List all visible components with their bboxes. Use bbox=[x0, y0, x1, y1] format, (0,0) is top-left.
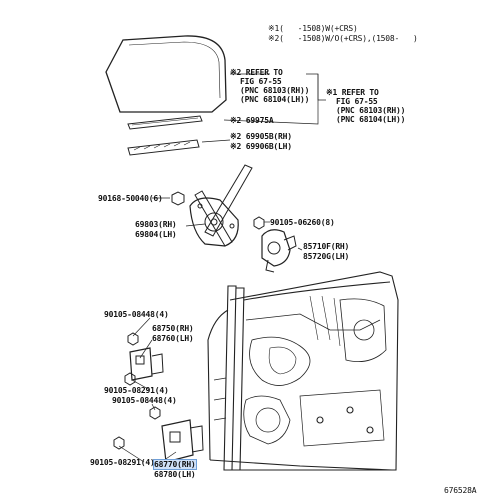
callout-refer-b-line2: FIG 67-55 bbox=[336, 97, 378, 106]
callout-refer-a-line2: FIG 67-55 bbox=[240, 77, 282, 86]
door-glass-drawing bbox=[105, 35, 227, 113]
callout-refer-fig-a: ※2 REFER TO FIG 67-55 (PNC 68103(RH)) (P… bbox=[230, 68, 309, 104]
upper-hinge-drawing bbox=[129, 347, 164, 381]
callout-refer-a-line3: (PNC 68103(RH)) bbox=[240, 86, 310, 95]
bolt-drawings bbox=[113, 191, 265, 450]
callout-90105-08448-upper: 90105-08448(4) bbox=[104, 310, 169, 319]
callout-90168-50040: 90168-50040(6) bbox=[98, 194, 163, 203]
callout-90105-08291-lower: 90105-08291(4) bbox=[90, 458, 155, 467]
leader-lines bbox=[118, 73, 326, 464]
callout-refer-b-line1: ※1 REFER TO bbox=[326, 88, 379, 97]
note-2: ※2( -1508)W/O(+CRS),(1508- ) bbox=[268, 34, 418, 43]
rear-door-panel-drawing bbox=[207, 271, 399, 471]
callout-69905b: ※2 69905B(RH) bbox=[230, 132, 292, 141]
regulator-motor-drawing bbox=[261, 229, 297, 273]
callout-refer-a-line4: (PNC 68104(LH)) bbox=[240, 95, 310, 104]
callout-69975a: ※2 69975A bbox=[230, 116, 274, 125]
callout-68750: 68750(RH) bbox=[152, 324, 194, 333]
glass-run-channel-drawing bbox=[127, 115, 203, 156]
callout-68780: 68780(LH) bbox=[154, 470, 196, 479]
callout-refer-b-line3: (PNC 68103(RH)) bbox=[336, 106, 406, 115]
callout-69804: 69804(LH) bbox=[135, 230, 177, 239]
window-regulator-drawing bbox=[189, 164, 253, 247]
callout-90105-06260: 90105-06260(8) bbox=[270, 218, 335, 227]
callout-90105-08448-lower: 90105-08448(4) bbox=[112, 396, 177, 405]
callout-69803: 69803(RH) bbox=[135, 220, 177, 229]
callout-68770-highlighted: 68770(RH) bbox=[153, 459, 197, 470]
lower-hinge-drawing bbox=[161, 419, 204, 463]
figure-id: 676528A bbox=[444, 486, 477, 495]
callout-refer-a-line1: ※2 REFER TO bbox=[230, 68, 283, 77]
callout-69906b: ※2 69906B(LH) bbox=[230, 142, 292, 151]
callout-refer-fig-b: ※1 REFER TO FIG 67-55 (PNC 68103(RH)) (P… bbox=[326, 88, 405, 124]
callout-90105-08291-upper: 90105-08291(4) bbox=[104, 386, 169, 395]
callout-refer-b-line4: (PNC 68104(LH)) bbox=[336, 115, 406, 124]
callout-68760: 68760(LH) bbox=[152, 334, 194, 343]
callout-85720g: 85720G(LH) bbox=[303, 252, 350, 261]
note-1: ※1( -1508)W(+CRS) bbox=[268, 24, 358, 33]
callout-85710f: 85710F(RH) bbox=[303, 242, 350, 251]
